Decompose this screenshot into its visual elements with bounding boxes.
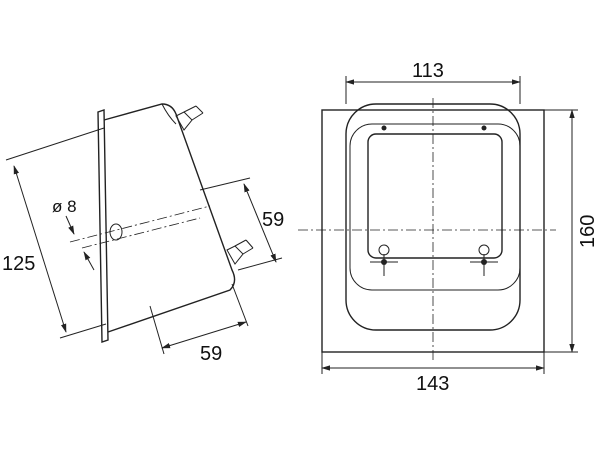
dim-label-113: 113 [412, 60, 444, 82]
dim-label-125: 125 [2, 253, 35, 275]
front-view: 113 143 160 [298, 60, 599, 395]
dim-line-depth [161, 321, 247, 349]
housing-back-edge [161, 103, 177, 125]
mounting-hole [109, 223, 123, 241]
inner-bezel [349, 123, 521, 291]
side-view: 125 ø 8 59 59 [2, 103, 284, 365]
dim-label-depth: 59 [200, 343, 222, 365]
dim-line-125 [13, 165, 67, 333]
dim-label-hole: ø 8 [52, 197, 77, 216]
upper-stud [175, 105, 204, 131]
dim-label-pitch: 59 [262, 209, 284, 231]
lamp-housing [103, 103, 236, 333]
lower-stud [226, 239, 254, 265]
dim-line-pitch [243, 183, 277, 263]
lens-window [367, 133, 503, 259]
dim-label-143: 143 [416, 373, 449, 395]
dim-label-160: 160 [577, 215, 599, 248]
dim-line-hole [65, 215, 75, 235]
mounting-flange [97, 109, 109, 343]
screw-points [370, 125, 498, 276]
